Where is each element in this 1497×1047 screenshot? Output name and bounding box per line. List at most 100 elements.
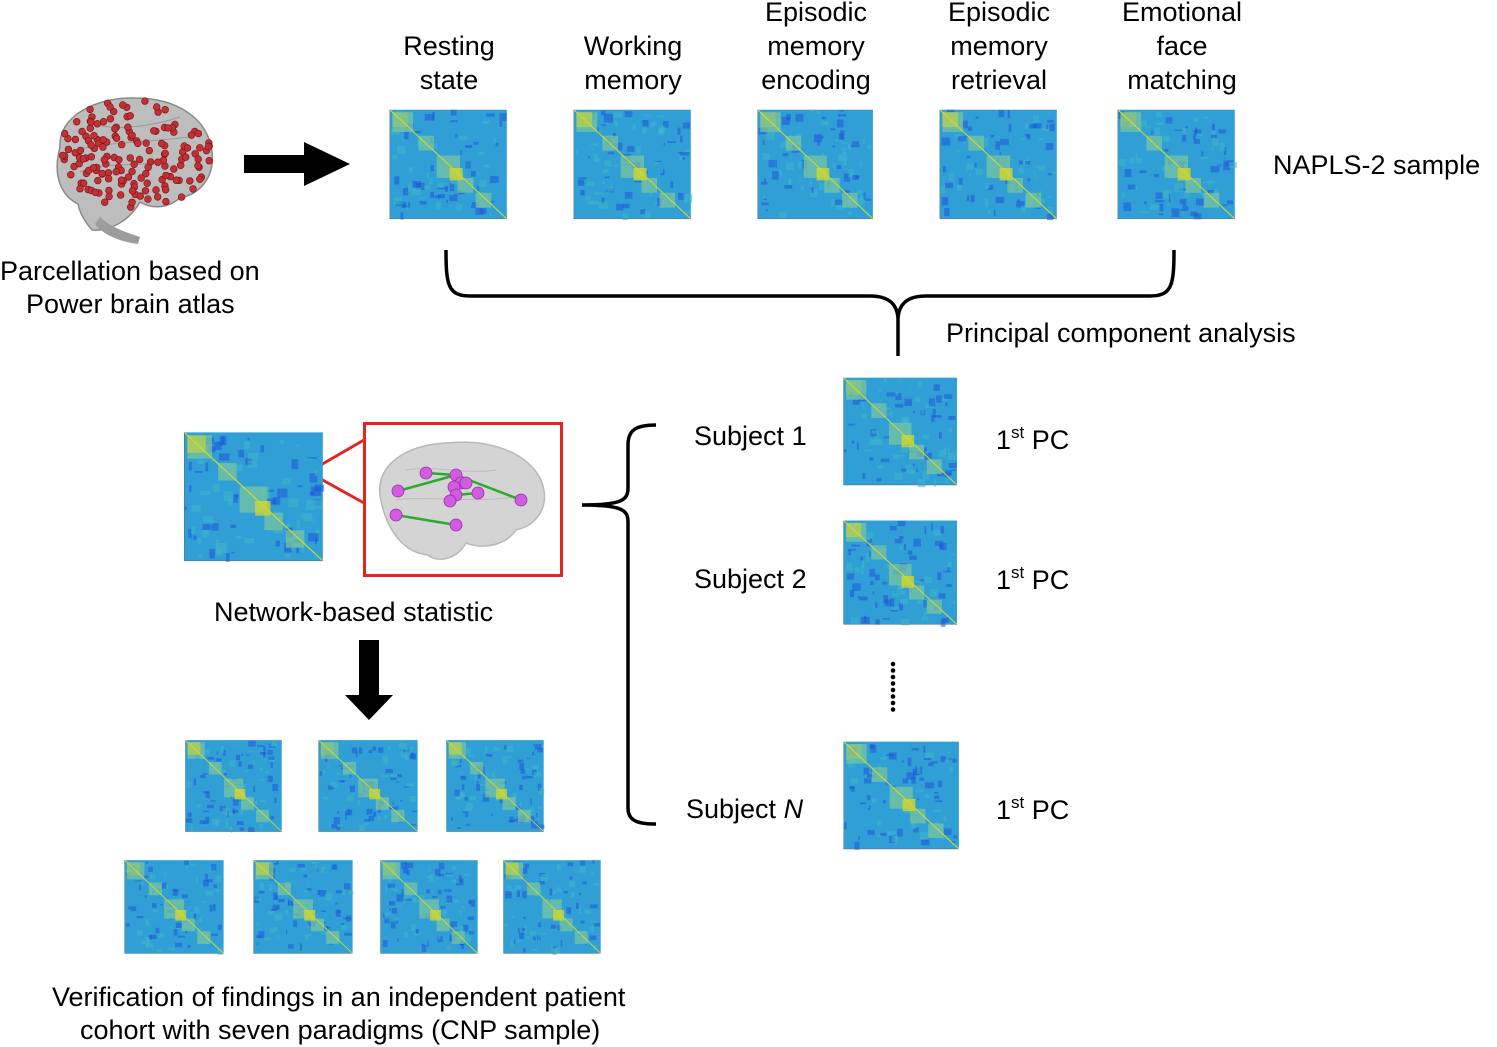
network-node bbox=[391, 484, 405, 498]
matrix-cnp-2 bbox=[312, 737, 422, 841]
atlas-node bbox=[145, 146, 154, 155]
atlas-node bbox=[134, 139, 142, 148]
atlas-node bbox=[154, 158, 162, 166]
atlas-node bbox=[106, 103, 114, 111]
atlas-node bbox=[130, 160, 138, 168]
atlas-node bbox=[100, 155, 109, 164]
pc-label-2: 1st PC bbox=[996, 563, 1070, 595]
atlas-node bbox=[177, 193, 186, 201]
atlas-node bbox=[161, 149, 169, 158]
paradigm-title-4-line-1: Episodic bbox=[947, 0, 1051, 27]
atlas-node bbox=[126, 154, 135, 162]
atlas-node bbox=[106, 115, 115, 123]
paradigm-title-1-line-1: Resting bbox=[403, 31, 495, 61]
atlas-node bbox=[58, 151, 67, 160]
atlas-node bbox=[137, 174, 145, 182]
atlas-node bbox=[194, 161, 202, 170]
right-arrow-icon bbox=[244, 142, 350, 186]
ellipsis-dot bbox=[890, 668, 896, 673]
atlas-node bbox=[91, 188, 99, 197]
atlas-node bbox=[100, 198, 109, 206]
paradigm-title-5-line-1: Emotional bbox=[1121, 0, 1243, 27]
matrix-cnp-7 bbox=[497, 857, 605, 963]
atlas-node bbox=[93, 120, 101, 128]
paradigm-title-2-line-2: memory bbox=[584, 65, 682, 95]
atlas-node bbox=[112, 134, 121, 142]
atlas-node bbox=[128, 131, 136, 140]
atlas-node bbox=[143, 179, 151, 187]
atlas-node bbox=[72, 118, 81, 126]
matrix-working-memory bbox=[566, 106, 696, 230]
atlas-node bbox=[115, 156, 123, 164]
paradigm-title-3-line-1: Episodic bbox=[764, 0, 868, 27]
ellipsis-dot bbox=[890, 674, 896, 680]
paradigm-title-3-line-3: encoding bbox=[761, 65, 871, 95]
atlas-node bbox=[61, 129, 69, 138]
ellipsis-dot bbox=[890, 694, 896, 699]
subject-2-label: Subject 2 bbox=[694, 564, 807, 594]
matrix-episodic-encoding bbox=[750, 106, 878, 230]
ellipsis-dot bbox=[890, 700, 896, 706]
atlas-node bbox=[186, 177, 194, 185]
atlas-node bbox=[187, 131, 196, 139]
atlas-node bbox=[116, 191, 125, 199]
atlas-node bbox=[126, 112, 134, 120]
atlas-node bbox=[86, 105, 94, 114]
network-node bbox=[389, 508, 403, 522]
atlas-node bbox=[124, 173, 133, 181]
network-node bbox=[471, 486, 485, 500]
atlas-node bbox=[161, 106, 169, 114]
atlas-node bbox=[172, 176, 181, 184]
atlas-node bbox=[141, 187, 150, 195]
pc-label-n: 1st PC bbox=[996, 793, 1070, 825]
paradigm-title-5-line-3: matching bbox=[1127, 65, 1237, 95]
atlas-node bbox=[79, 155, 88, 163]
atlas-node bbox=[164, 124, 172, 132]
matrix-subject-2 bbox=[836, 517, 962, 635]
atlas-node bbox=[128, 187, 137, 195]
atlas-node bbox=[71, 135, 80, 144]
atlas-node bbox=[196, 175, 204, 184]
atlas-node bbox=[117, 140, 126, 149]
atlas-node bbox=[67, 170, 75, 179]
atlas-node bbox=[118, 101, 127, 109]
atlas-node bbox=[150, 127, 158, 135]
atlas-node bbox=[94, 176, 102, 185]
subject-1-label: Subject 1 bbox=[694, 421, 807, 451]
atlas-node bbox=[78, 127, 86, 136]
matrix-cnp-5 bbox=[247, 857, 357, 963]
pca-label: Principal component analysis bbox=[946, 318, 1296, 348]
atlas-node bbox=[170, 165, 178, 173]
atlas-node bbox=[194, 129, 203, 138]
nbs-inset-frame bbox=[363, 422, 563, 577]
atlas-node bbox=[64, 145, 73, 154]
nbs-brain-network-image bbox=[378, 441, 546, 560]
atlas-node bbox=[128, 167, 136, 176]
network-node bbox=[419, 466, 433, 480]
atlas-node bbox=[117, 176, 126, 184]
atlas-node bbox=[76, 146, 85, 155]
ellipsis-dot bbox=[890, 707, 896, 712]
atlas-node bbox=[144, 195, 152, 203]
matrix-cnp-4 bbox=[118, 857, 228, 963]
atlas-node bbox=[189, 185, 197, 193]
paradigm-title-4-line-2: memory bbox=[950, 31, 1048, 61]
atlas-node bbox=[142, 169, 150, 178]
atlas-node bbox=[196, 144, 204, 152]
atlas-node bbox=[135, 155, 144, 164]
nbs-label: Network-based statistic bbox=[214, 597, 494, 627]
atlas-node bbox=[99, 136, 107, 144]
atlas-node bbox=[128, 198, 136, 207]
brain-atlas-image bbox=[56, 97, 214, 244]
atlas-node bbox=[105, 192, 113, 201]
matrix-cnp-3 bbox=[440, 737, 548, 841]
atlas-node bbox=[162, 171, 170, 180]
atlas-node bbox=[87, 141, 95, 149]
matrix-cnp-6 bbox=[374, 857, 482, 963]
atlas-node bbox=[204, 142, 213, 151]
verification-caption-line-1: Verification of findings in an independe… bbox=[52, 982, 626, 1012]
atlas-node bbox=[89, 164, 98, 172]
paradigm-title-4-line-3: retrieval bbox=[950, 65, 1048, 95]
atlas-node bbox=[141, 97, 149, 105]
